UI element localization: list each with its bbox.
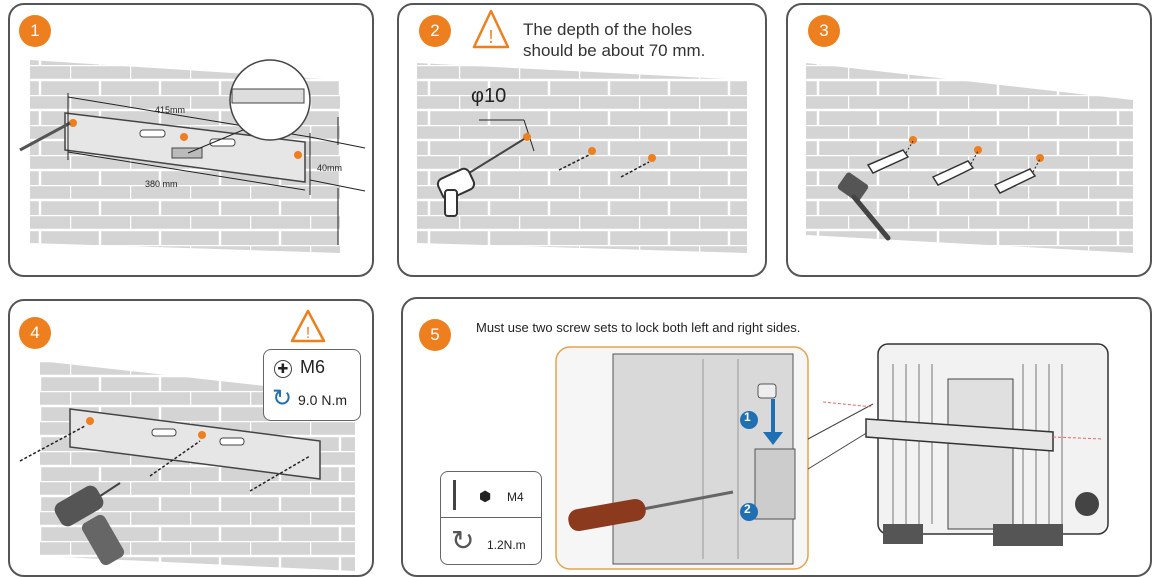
warning-icon [472, 9, 510, 49]
drill-icon [436, 138, 525, 217]
inverter-unit [865, 343, 1109, 546]
step-marker-1 [740, 411, 758, 429]
brick-wall [806, 63, 1133, 253]
svg-text:!: ! [306, 325, 310, 342]
screwdriver-icon [453, 480, 456, 510]
anchor-plug [866, 149, 1037, 194]
step-marker-2-label: 2 [744, 502, 751, 516]
dim-415: 415mm [155, 105, 186, 115]
electric-screwdriver-icon [54, 482, 125, 566]
hole-diameter: φ10 [471, 85, 507, 107]
warning-icon [290, 309, 326, 343]
rotate-icon: ↻ [451, 525, 475, 556]
step-1-illustration [19, 59, 366, 253]
screw-head-icon: ✚ [274, 360, 292, 378]
step-3-panel: 3 [786, 3, 1152, 277]
step-5-panel: 5 Must use two screw sets to lock both l… [401, 297, 1152, 577]
dim-380: 380 mm [145, 179, 178, 189]
m6-torque-card: ✚ M6 ↻ 9.0 N.m [263, 349, 361, 421]
svg-text:!: ! [488, 27, 493, 47]
rotate-icon: ↻ [272, 385, 293, 412]
m4-torque-card: ⬢ M4 ↻ 1.2N.m [440, 471, 542, 565]
step-4-illustration: ! [19, 309, 355, 571]
step-3-badge: 3 [808, 15, 840, 47]
step-2-panel: 2 ! The depth of the holes should be abo… [397, 3, 767, 277]
step-2-badge: 2 [419, 15, 451, 47]
hole-depth-warning: The depth of the holes should be about 7… [523, 20, 706, 60]
screwdriver-tool [568, 490, 734, 532]
torque-value: 9.0 N.m [298, 392, 348, 408]
step-4-badge: 4 [19, 317, 51, 349]
step-marker-2 [740, 503, 758, 521]
step-3-illustration [806, 63, 1133, 253]
step-4-panel: 4 ! ✚ M6 ↻ 9.0 N.m [8, 299, 374, 577]
step-marker-1-label: 1 [744, 410, 751, 424]
screw-size: M4 [507, 490, 524, 504]
dim-40: 40mm [317, 163, 343, 173]
step-1-badge: 1 [19, 15, 51, 47]
hex-nut-icon: ⬢ [479, 488, 492, 504]
step-5-illustration [555, 343, 1109, 570]
step-1-panel: 1 415mm 380 mm 40mm [8, 3, 374, 277]
hammer-icon [837, 172, 891, 241]
screw-size: M6 [300, 357, 326, 377]
step-2-illustration: ! [417, 9, 747, 253]
step-5-badge: 5 [419, 319, 451, 351]
lock-instruction: Must use two screw sets to lock both lef… [476, 320, 801, 335]
torque-value: 1.2N.m [487, 538, 526, 552]
